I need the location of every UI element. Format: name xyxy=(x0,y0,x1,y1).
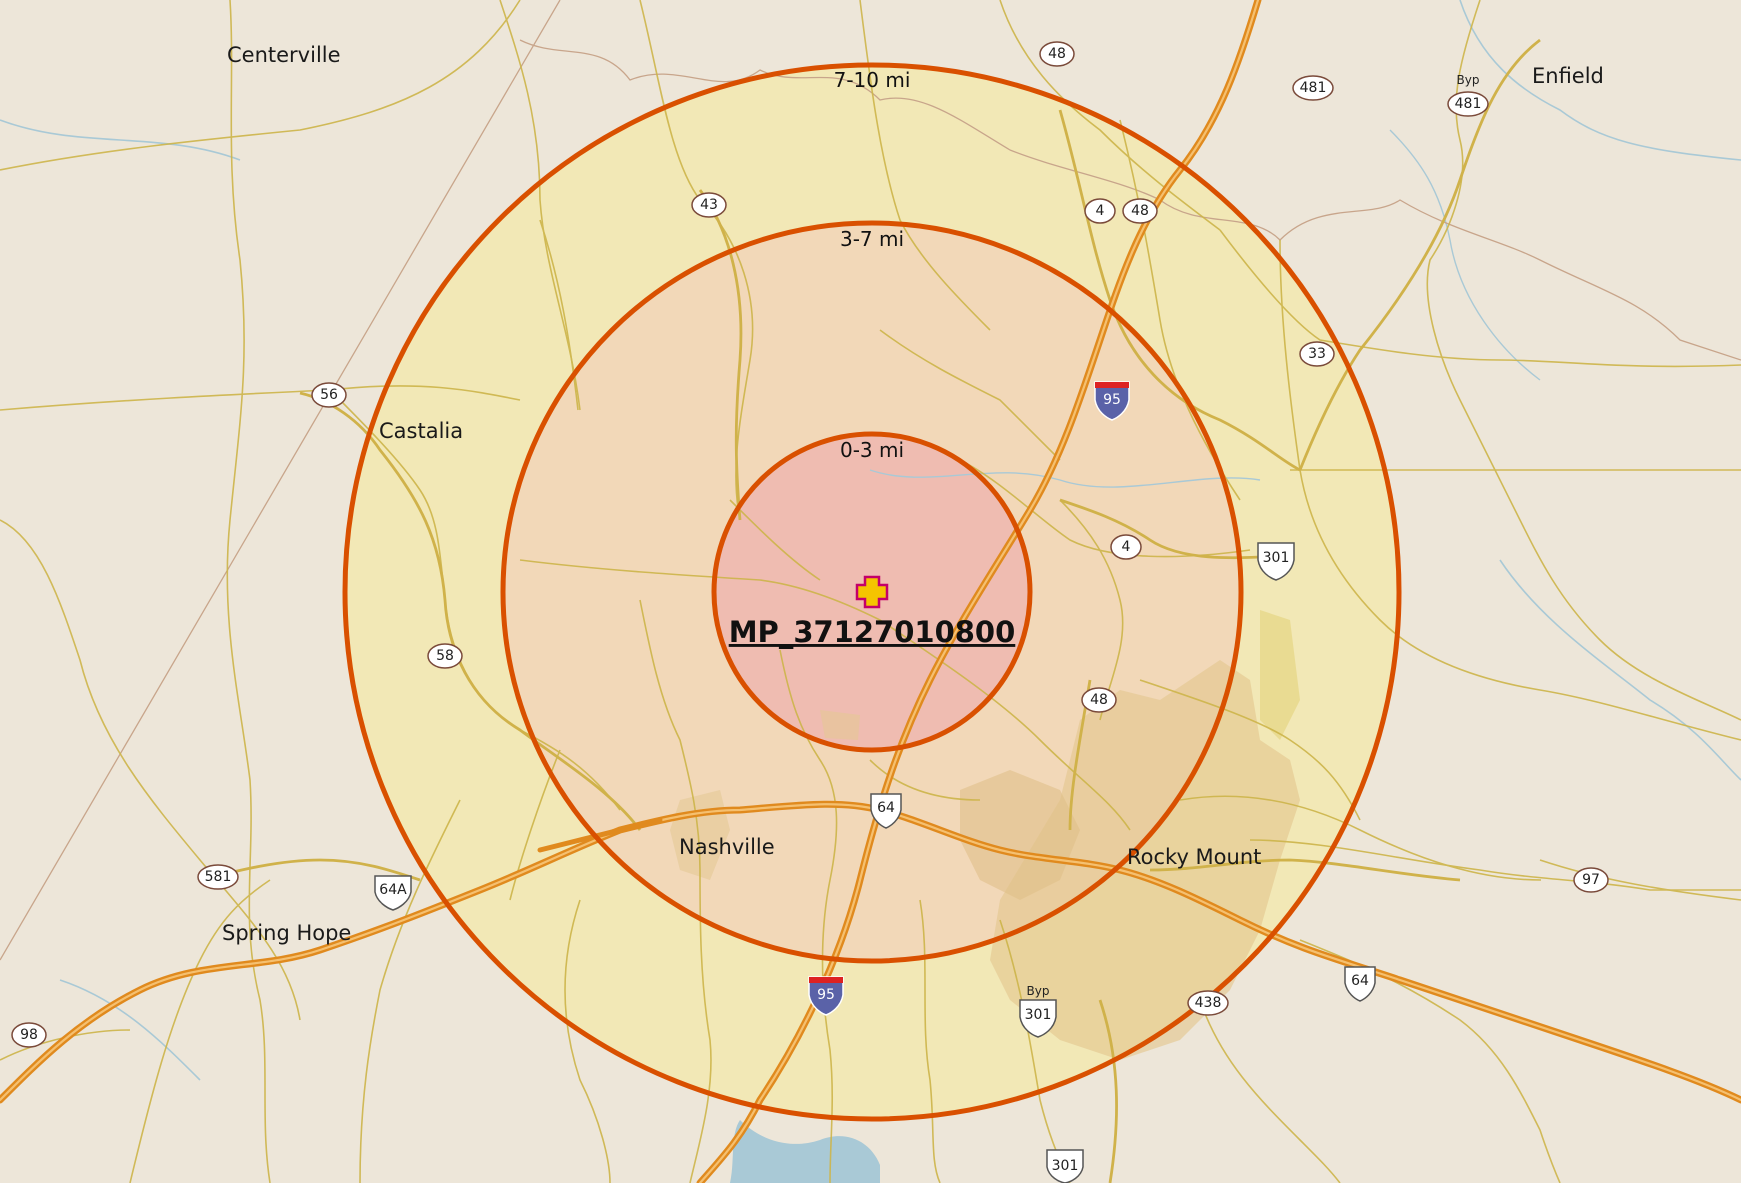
svg-text:95: 95 xyxy=(817,987,835,1003)
place-castalia: Castalia xyxy=(379,419,463,443)
svg-text:48: 48 xyxy=(1090,692,1108,708)
ring-label-0-3: 0-3 mi xyxy=(840,438,904,462)
ring-7-10mi-outline xyxy=(342,62,1402,1122)
svg-text:301: 301 xyxy=(1025,1007,1052,1023)
us-shield-301-lowest: 301 xyxy=(1046,1149,1084,1183)
route-shield-48-top: 48 xyxy=(1039,41,1075,67)
route-shield-581: 581 xyxy=(197,864,239,890)
svg-text:48: 48 xyxy=(1048,46,1066,62)
svg-text:95: 95 xyxy=(1103,392,1121,408)
site-label: MP_37127010800 xyxy=(729,615,1016,649)
route-shield-4-top: 4 xyxy=(1084,198,1116,224)
route-shield-43: 43 xyxy=(691,192,727,218)
place-rocky-mount: Rocky Mount xyxy=(1127,845,1261,869)
us-shield-64a: 64A xyxy=(374,875,412,911)
route-shield-98: 98 xyxy=(11,1022,47,1048)
svg-text:64: 64 xyxy=(1351,973,1369,989)
route-shield-97: 97 xyxy=(1573,867,1609,893)
svg-text:301: 301 xyxy=(1052,1158,1079,1174)
svg-text:301: 301 xyxy=(1263,550,1290,566)
us-shield-301-bottom: 301 xyxy=(1019,999,1057,1038)
route-shield-4-mid: 4 xyxy=(1110,534,1142,560)
place-spring-hope: Spring Hope xyxy=(222,921,351,945)
svg-text:481: 481 xyxy=(1455,96,1482,112)
svg-text:98: 98 xyxy=(20,1027,38,1043)
route-shield-48-c: 48 xyxy=(1081,687,1117,713)
ring-label-7-10: 7-10 mi xyxy=(834,68,911,92)
us-shield-64-mid: 64 xyxy=(870,793,902,829)
place-enfield: Enfield xyxy=(1532,64,1604,88)
svg-text:481: 481 xyxy=(1300,80,1327,96)
byp-label-bottom: Byp xyxy=(1027,984,1050,998)
svg-text:97: 97 xyxy=(1582,872,1600,888)
svg-text:64A: 64A xyxy=(379,882,407,898)
route-shields: 48 481 Byp 481 43 4 48 33 56 4 58 48 581… xyxy=(11,41,1609,1183)
svg-text:48: 48 xyxy=(1131,203,1149,219)
svg-text:4: 4 xyxy=(1122,539,1131,555)
ring-label-3-7: 3-7 mi xyxy=(840,227,904,251)
route-shield-48-b: 48 xyxy=(1122,198,1158,224)
route-shield-438: 438 xyxy=(1187,990,1229,1016)
route-shield-481-a: 481 xyxy=(1292,75,1334,101)
svg-text:581: 581 xyxy=(205,869,232,885)
svg-text:64: 64 xyxy=(877,800,895,816)
place-centerville: Centerville xyxy=(227,43,341,67)
route-shield-481-b: 481 xyxy=(1447,91,1489,117)
svg-text:43: 43 xyxy=(700,197,718,213)
svg-text:56: 56 xyxy=(320,387,338,403)
svg-text:33: 33 xyxy=(1308,346,1326,362)
county-borders xyxy=(0,0,1741,961)
us-shield-64-right: 64 xyxy=(1344,966,1376,1002)
us-shield-301-mid: 301 xyxy=(1257,542,1295,581)
route-shield-33: 33 xyxy=(1299,341,1335,367)
interstate-shield-95-top: 95 xyxy=(1094,381,1130,421)
svg-text:58: 58 xyxy=(436,648,454,664)
place-nashville: Nashville xyxy=(679,835,775,859)
route-shield-56: 56 xyxy=(311,382,347,408)
svg-text:4: 4 xyxy=(1096,203,1105,219)
site-marker-icon[interactable] xyxy=(855,575,889,609)
ring-3-7mi-outline xyxy=(500,220,1244,964)
svg-text:438: 438 xyxy=(1195,995,1222,1011)
route-shield-58: 58 xyxy=(427,643,463,669)
byp-label-top: Byp xyxy=(1457,73,1480,87)
interstate-shield-95-bottom: 95 xyxy=(808,976,844,1016)
urban-areas xyxy=(670,610,1300,1060)
ring-0-3mi-outline xyxy=(711,431,1033,753)
major-roads xyxy=(199,38,1541,1183)
